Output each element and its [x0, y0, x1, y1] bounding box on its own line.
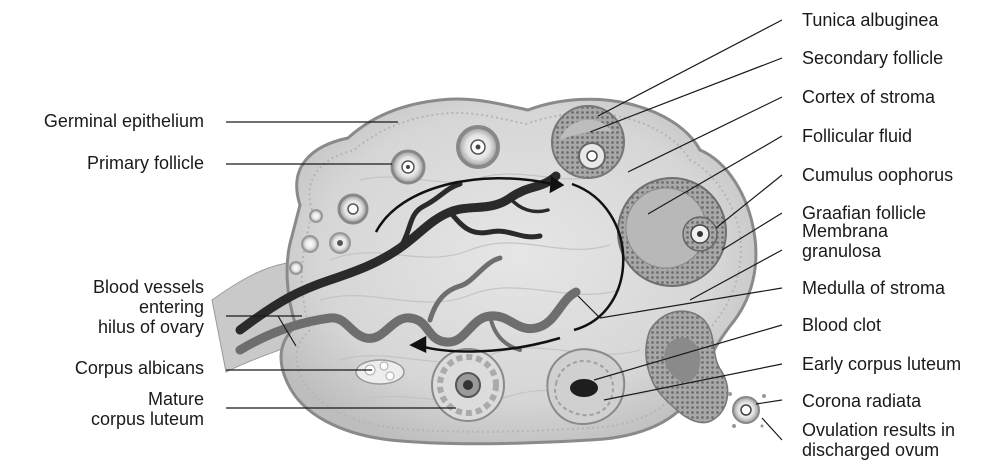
discharged-ovum: [728, 392, 766, 428]
early-corpus-luteum: [547, 349, 624, 424]
label-membrana-granulosa-line-1: Membrana: [802, 221, 888, 241]
label-early-corpus-luteum: Early corpus luteum: [802, 354, 961, 374]
label-blood-vessels-line-2: entering: [0, 297, 204, 317]
label-corpus-albicans: Corpus albicans: [0, 358, 204, 378]
corpus-albicans: [356, 360, 404, 384]
label-primary-follicle: Primary follicle: [0, 153, 204, 173]
label-corona-radiata: Corona radiata: [802, 391, 921, 411]
label-cumulus-oophorus: Cumulus oophorus: [802, 165, 953, 185]
label-ovulation-line-2: discharged ovum: [802, 440, 955, 460]
label-mature-corpus-luteum-line-2: corpus luteum: [0, 409, 204, 429]
label-secondary-follicle: Secondary follicle: [802, 48, 943, 68]
label-blood-vessels: Blood vessels entering hilus of ovary: [0, 277, 204, 337]
label-follicular-fluid: Follicular fluid: [802, 126, 912, 146]
label-ovulation: Ovulation results in discharged ovum: [802, 420, 955, 460]
label-mature-corpus-luteum: Mature corpus luteum: [0, 389, 204, 429]
label-membrana-granulosa: Membrana granulosa: [802, 221, 888, 261]
label-graafian-follicle: Graafian follicle: [802, 203, 926, 223]
label-blood-vessels-line-3: hilus of ovary: [0, 317, 204, 337]
secondary-follicle: [552, 106, 624, 178]
graafian-follicle: [618, 178, 726, 286]
label-cortex-of-stroma: Cortex of stroma: [802, 87, 935, 107]
label-mature-corpus-luteum-line-1: Mature: [0, 389, 204, 409]
label-blood-vessels-line-1: Blood vessels: [0, 277, 204, 297]
label-tunica-albuginea: Tunica albuginea: [802, 10, 938, 30]
label-blood-clot: Blood clot: [802, 315, 881, 335]
label-ovulation-line-1: Ovulation results in: [802, 420, 955, 440]
label-membrana-granulosa-line-2: granulosa: [802, 241, 888, 261]
label-germinal-epithelium: Germinal epithelium: [0, 111, 204, 131]
mature-corpus-luteum: [432, 349, 504, 421]
label-medulla-of-stroma: Medulla of stroma: [802, 278, 945, 298]
